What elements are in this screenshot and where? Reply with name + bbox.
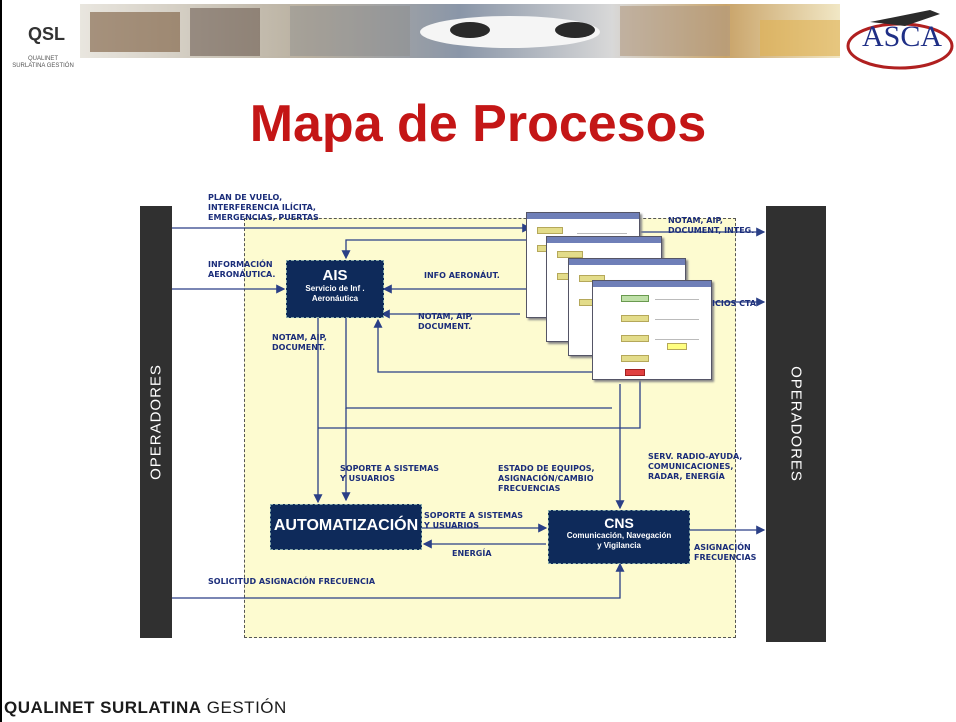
asca-logo-text: ASCA (862, 20, 943, 53)
flow-ais-top (341, 239, 530, 260)
label-soporte-sistemas-1: SOPORTE A SISTEMAS Y USUARIOS (340, 464, 440, 483)
header-banner: QSL QUALINET SURLATINA GESTIÓN ASCA (0, 0, 956, 80)
flow-solicitud (172, 562, 625, 599)
process-ais-title: AIS (322, 267, 348, 284)
qsl-logo-subtitle: QUALINET SURLATINA GESTIÓN (12, 56, 74, 69)
qsl-logo-text: QSL (28, 24, 66, 44)
label-asignacion-frecuencias: ASIGNACIÓN FRECUENCIAS (694, 543, 757, 562)
operators-right-column: OPERADORES (766, 206, 826, 642)
label-notam-left: NOTAM, AIP, DOCUMENT. (272, 333, 327, 352)
process-cns-subtitle: Comunicación, Navegación y Vigilancia (566, 531, 672, 550)
label-serv-radio: SERV. RADIO-AYUDA, COMUNICACIONES, RADAR… (648, 452, 743, 481)
process-automatizacion[interactable]: AUTOMATIZACIÓN (270, 504, 422, 550)
label-energia: ENERGÍA (452, 549, 492, 558)
operators-left-column: OPERADORES (140, 206, 172, 638)
flow-auto-loop (318, 380, 641, 429)
label-servicios-cta: ICIOS CTA (712, 299, 757, 308)
label-solicitud: SOLICITUD ASIGNACIÓN FRECUENCIA (208, 577, 376, 586)
label-notam-top-right: NOTAM, AIP, DOCUMENT, INTEG. (668, 216, 755, 235)
label-estado-equipos: ESTADO DE EQUIPOS, ASIGNACIÓN/CAMBIO FRE… (498, 464, 595, 493)
process-ais[interactable]: AIS Servicio de Inf . Aeronáutica (286, 260, 384, 318)
process-ais-subtitle: Servicio de Inf . Aeronáutica (305, 284, 365, 303)
process-cns[interactable]: CNS Comunicación, Navegación y Vigilanci… (548, 510, 690, 564)
slide-left-border (0, 0, 2, 722)
page-title: Mapa de Procesos (249, 95, 707, 153)
label-soporte-sistemas-2: SOPORTE A SISTEMAS Y USUARIOS (424, 511, 524, 530)
label-info-aeronaut: INFO AERONÁUT. (424, 271, 500, 280)
footer-brand-rest: GESTIÓN (201, 698, 287, 717)
footer-brand: QUALINET SURLATINA GESTIÓN (4, 698, 287, 718)
process-cns-title: CNS (604, 515, 634, 531)
doc-thumbnail-4 (592, 280, 712, 380)
banner-photo-strip (80, 4, 954, 70)
footer-brand-bold: QUALINET SURLATINA (4, 698, 202, 717)
label-notam-mid: NOTAM, AIP, DOCUMENT. (418, 312, 473, 331)
process-automatizacion-title: AUTOMATIZACIÓN (273, 517, 419, 534)
label-info-aeronautica: INFORMACIÓN AERONÁUTICA. (208, 260, 276, 279)
flow-cns-ais (373, 318, 610, 373)
label-plan-vuelo: PLAN DE VUELO, INTERFERENCIA ILÍCITA, EM… (208, 193, 319, 222)
